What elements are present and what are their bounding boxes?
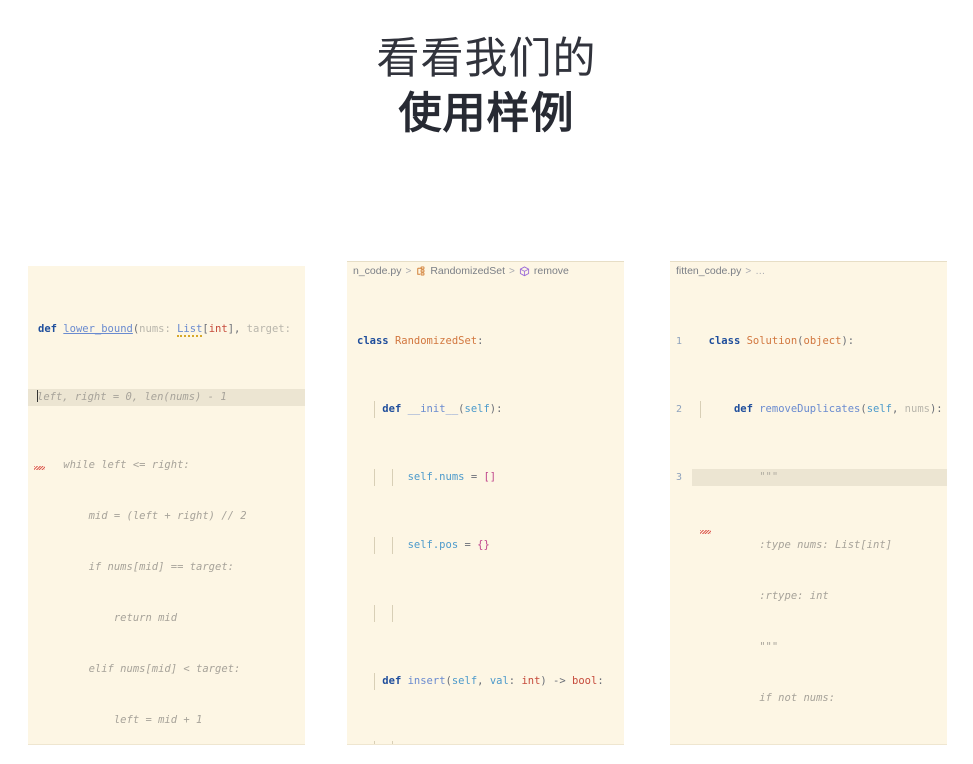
code-line[interactable]: left = mid + 1 — [38, 714, 203, 726]
breadcrumb-class-name[interactable]: RandomizedSet — [430, 265, 506, 277]
error-squiggle-marker — [700, 530, 711, 534]
token-type-list: List — [177, 323, 203, 337]
breadcrumb[interactable]: n_code.py > RandomizedSet > remove — [347, 261, 624, 280]
code-line[interactable]: def insert(self, val: int) -> bool: — [347, 673, 624, 690]
token-function-name: lower_bound — [63, 323, 133, 335]
code-line[interactable]: return mid — [38, 612, 178, 624]
code-line[interactable]: mid = (left + right) // 2 — [38, 510, 247, 522]
code-line[interactable]: class RandomizedSet: — [357, 335, 484, 347]
code-line[interactable]: :rtype: int — [696, 590, 829, 602]
code-line[interactable]: """ — [696, 641, 779, 653]
code-line[interactable]: :type nums: List[int] — [696, 539, 892, 551]
code-line[interactable]: while left <= right: — [38, 459, 190, 471]
code-line-highlighted[interactable]: 3 """ — [670, 469, 947, 486]
line-number: 2 — [676, 404, 683, 415]
code-line[interactable]: if nums[mid] == target: — [38, 561, 234, 573]
code-panel-randomized-set[interactable]: n_code.py > RandomizedSet > remove class… — [347, 261, 624, 745]
code-line[interactable]: 2 def removeDuplicates(self, nums): — [670, 401, 947, 418]
code-line[interactable]: if not nums: — [696, 692, 836, 704]
breadcrumb-file[interactable]: n_code.py — [353, 265, 402, 277]
breadcrumb-method-name[interactable]: remove — [533, 265, 569, 277]
code-line[interactable]: 1 class Solution(object): — [670, 333, 947, 350]
code-line[interactable]: if val in self.pos: — [347, 741, 624, 744]
line-number: 1 — [676, 336, 683, 347]
error-squiggle-marker — [34, 466, 45, 470]
text-caret — [37, 390, 38, 402]
breadcrumb-ellipsis[interactable]: … — [755, 266, 766, 277]
code-line[interactable] — [347, 605, 624, 622]
code-line[interactable]: return 0 — [670, 741, 947, 744]
code-line[interactable]: self.nums = [] — [347, 469, 624, 486]
breadcrumb-separator: > — [405, 266, 412, 277]
code-panel-binary-search[interactable]: def lower_bound(nums: List[int], target:… — [28, 266, 305, 745]
title-line-1: 看看我们的 — [376, 35, 597, 83]
token-keyword-def: def — [38, 323, 57, 335]
breadcrumb[interactable]: fitten_code.py > … — [670, 261, 947, 280]
code-line[interactable]: self.pos = {} — [347, 537, 624, 554]
method-cube-icon — [519, 266, 530, 277]
breadcrumb-separator: > — [745, 266, 752, 277]
page-title: 看看我们的 使用样例 — [0, 34, 973, 139]
line-number: 3 — [676, 472, 683, 483]
title-line-2: 使用样例 — [398, 89, 575, 138]
breadcrumb-file[interactable]: fitten_code.py — [676, 265, 742, 277]
code-line[interactable]: def lower_bound(nums: List[int], target: — [38, 323, 291, 337]
code-panel-remove-duplicates[interactable]: fitten_code.py > … 1 class Solution(obje… — [670, 261, 947, 745]
breadcrumb-separator-2: > — [509, 266, 515, 277]
code-area[interactable]: class RandomizedSet: def __init__(self):… — [347, 280, 624, 744]
code-line[interactable]: elif nums[mid] < target: — [38, 663, 241, 675]
code-line-highlighted[interactable]: left, right = 0, len(nums) - 1 — [28, 389, 305, 406]
code-area[interactable]: def lower_bound(nums: List[int], target:… — [28, 266, 305, 744]
code-area[interactable]: 1 class Solution(object): 2 def removeDu… — [670, 280, 947, 744]
class-icon — [415, 266, 426, 277]
code-line[interactable]: def __init__(self): — [347, 401, 624, 418]
